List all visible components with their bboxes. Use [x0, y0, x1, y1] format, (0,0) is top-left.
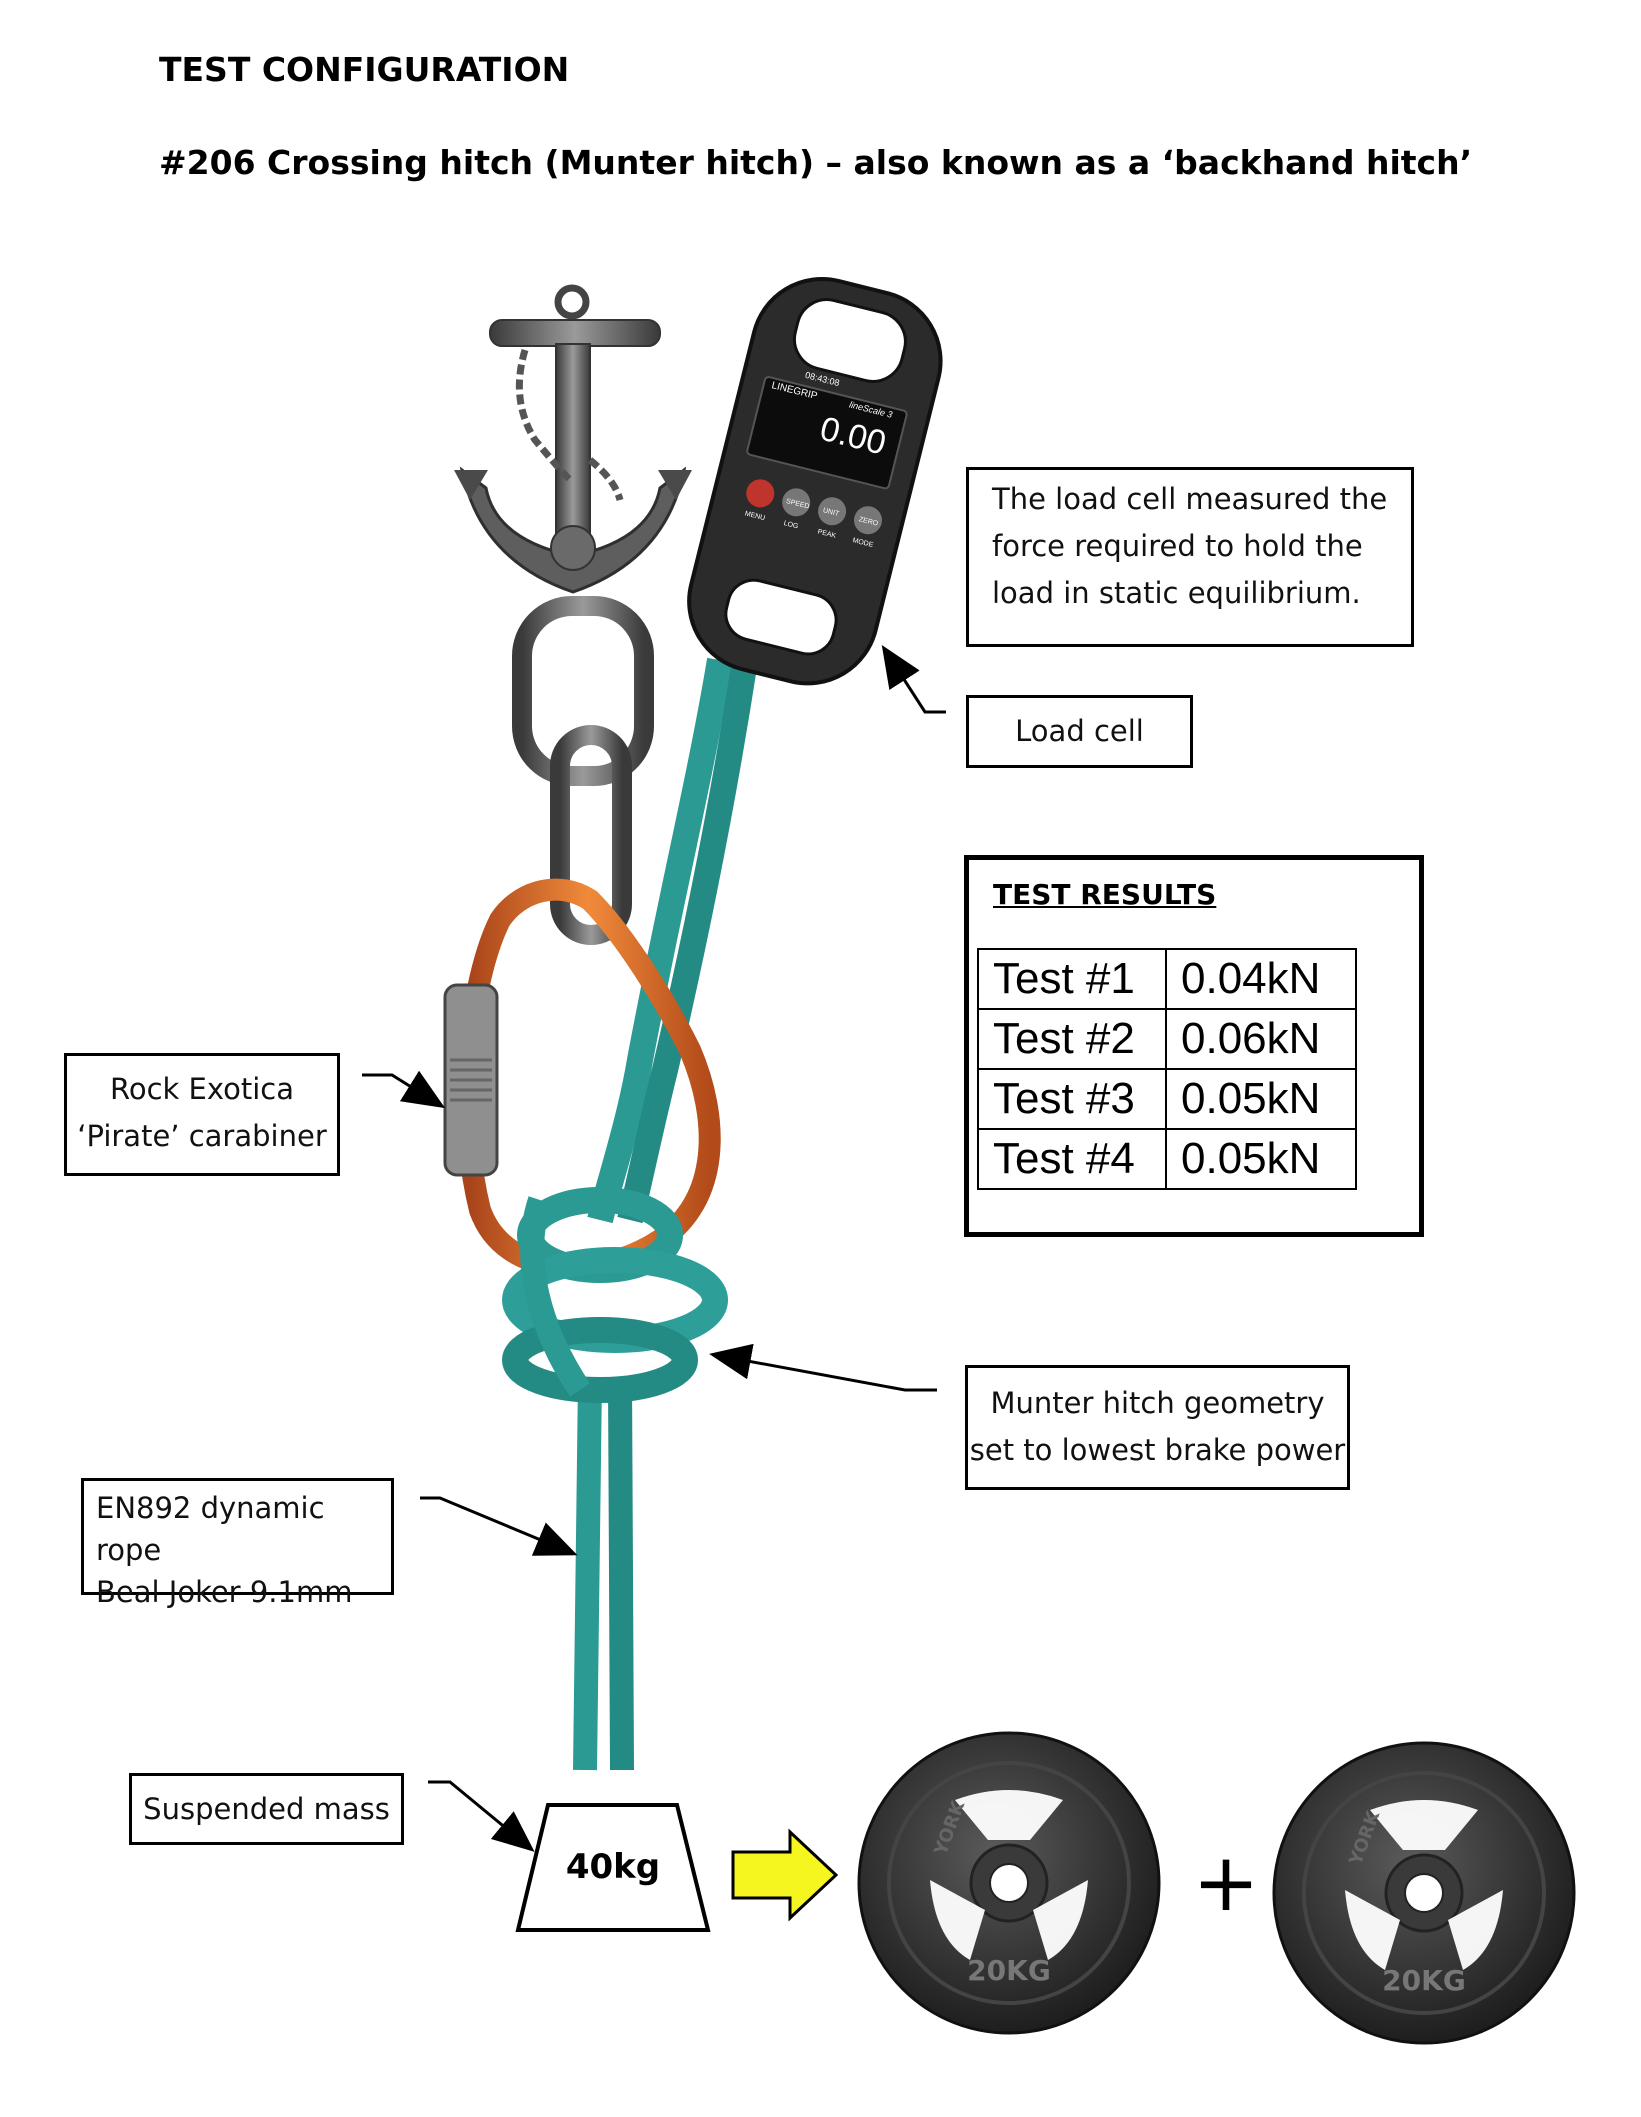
load-cell-button-unit: UNIT: [822, 507, 840, 518]
load-cell-sub-peak: PEAK: [817, 529, 837, 540]
results-test-value: 0.06kN: [1165, 1008, 1357, 1070]
rope-label-box: EN892 dynamic rope Beal Joker 9.1mm: [81, 1478, 394, 1609]
yellow-arrow-icon: [731, 1828, 839, 1922]
plate-weight-label: 20KG: [1382, 1964, 1466, 1997]
load-cell-note-box: The load cell measured the force require…: [966, 467, 1414, 647]
plate-weight-label: 20KG: [967, 1954, 1051, 1987]
chain-icon: [512, 596, 654, 945]
load-cell-note-line-1: The load cell measured the: [992, 482, 1388, 516]
carabiner-label-box: Rock Exotica ‘Pirate’ carabiner: [64, 1053, 340, 1176]
mass-callout-label: Suspended mass: [143, 1792, 390, 1826]
page-subtitle: #206 Crossing hitch (Munter hitch) – als…: [159, 143, 1473, 182]
mass-trapezoid: [515, 1803, 711, 1932]
weight-plate-icon: [857, 1731, 1161, 2035]
load-cell-sub-menu: MENU: [744, 510, 766, 522]
load-cell-sub-mode: MODE: [852, 537, 874, 549]
load-cell-label: Load cell: [1015, 714, 1144, 748]
load-cell-sub-log: LOG: [783, 520, 799, 530]
munter-label-box: Munter hitch geometry set to lowest brak…: [965, 1365, 1350, 1490]
results-test-value: 0.05kN: [1165, 1128, 1357, 1190]
carabiner-label-line-2: ‘Pirate’ carabiner: [77, 1119, 327, 1153]
munter-hitch-knot: [502, 1187, 728, 1403]
weight-plate-icon: [1272, 1741, 1576, 2045]
anchor-icon: [454, 284, 692, 594]
munter-label-line-1: Munter hitch geometry: [990, 1386, 1325, 1420]
results-test-value: 0.05kN: [1165, 1068, 1357, 1130]
results-test-name: Test #4: [977, 1128, 1167, 1190]
rope-label-line-1: EN892 dynamic rope: [96, 1491, 325, 1567]
test-results-title: TEST RESULTS: [993, 878, 1217, 911]
load-cell-note-line-2: force required to hold the: [992, 529, 1363, 563]
rope-arrow: [420, 1496, 578, 1556]
load-cell-arrow: [881, 644, 946, 714]
carabiner-label-line-1: Rock Exotica: [109, 1072, 295, 1106]
load-cell-label-box: Load cell: [966, 695, 1193, 768]
results-test-value: 0.04kN: [1165, 948, 1357, 1010]
load-cell-button-zero: ZERO: [858, 516, 879, 528]
rope-label-line-2: Beal Joker 9.1mm: [96, 1575, 353, 1609]
carabiner-icon: [443, 878, 721, 1279]
munter-arrow: [709, 1343, 937, 1392]
mass-label: 40kg: [566, 1847, 660, 1887]
mass-arrow: [428, 1780, 535, 1852]
load-cell-note-line-3: load in static equilibrium.: [992, 576, 1361, 610]
results-test-name: Test #3: [977, 1068, 1167, 1130]
munter-label-line-2: set to lowest brake power: [969, 1433, 1346, 1467]
results-test-name: Test #2: [977, 1008, 1167, 1070]
plus-sign: +: [1192, 1836, 1259, 1929]
mass-label-box: Suspended mass: [129, 1773, 404, 1845]
results-test-name: Test #1: [977, 948, 1167, 1010]
carabiner-arrow: [362, 1070, 446, 1109]
load-cell-icon: [687, 277, 943, 686]
page-title: TEST CONFIGURATION: [159, 50, 570, 89]
